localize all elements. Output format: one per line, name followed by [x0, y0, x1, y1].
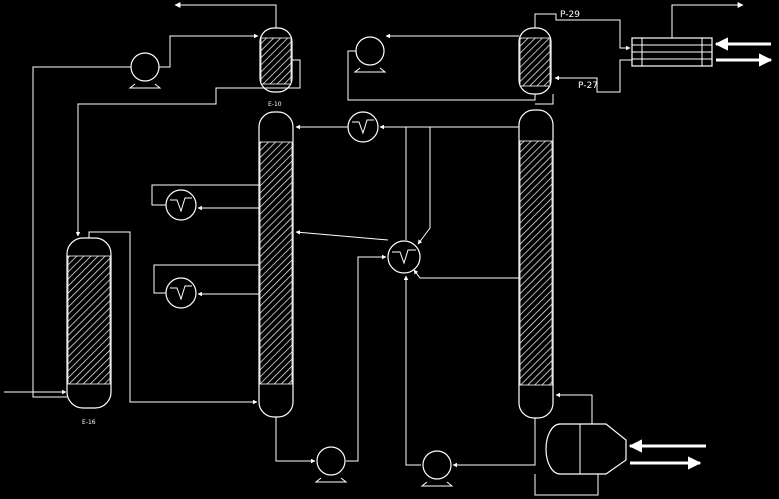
left-main-column	[258, 111, 294, 418]
e10-to-e16-line	[75, 59, 301, 237]
heat-exchanger-center	[387, 240, 421, 274]
bottom-pump-to-center-exchanger	[346, 254, 387, 462]
pump-left-top	[128, 52, 162, 89]
shell-and-tube-exchanger	[631, 37, 713, 67]
right-main-column	[518, 109, 554, 419]
reboiler-vapor-to-column	[555, 392, 593, 424]
label-e10: E-10	[268, 101, 282, 108]
right-column-neck-line	[535, 94, 554, 105]
pump-bottom-left	[314, 446, 348, 483]
bottom-right-pump-to-center-exchanger	[403, 275, 421, 466]
left-vessel-e16	[66, 237, 112, 409]
right-column-bottoms-to-pump	[452, 418, 536, 468]
exchanger-to-right-top-column	[554, 59, 632, 93]
reboiler-return-line	[534, 474, 599, 496]
label-p27: P-27	[578, 81, 598, 91]
reboiler	[545, 423, 627, 475]
left-column-bottoms-line	[275, 417, 316, 464]
left-reflux-line	[159, 33, 259, 68]
center-exchanger-to-left-column	[295, 230, 389, 241]
side-draw-1-out	[151, 184, 259, 206]
right-overhead-to-exchanger	[534, 13, 631, 51]
left-recycle-line	[32, 66, 131, 398]
label-p29: P-29	[560, 10, 580, 20]
heat-exchanger-top	[347, 111, 379, 143]
left-top-packed-column	[259, 27, 293, 93]
right-top-packed-column	[518, 27, 552, 95]
e16-overhead-to-column-line	[88, 231, 258, 405]
right-column-to-center-exchanger	[417, 127, 431, 245]
right-pump-loop-line	[347, 50, 536, 101]
exchanger-vent-line	[671, 2, 744, 38]
pump-right-top	[353, 36, 387, 73]
heat-exchanger-mid-left-1	[165, 189, 197, 221]
side-draw-2-out	[153, 264, 259, 294]
heat-exchanger-mid-left-2	[165, 277, 197, 309]
right-column-to-center-exchanger-lower	[413, 269, 519, 279]
pump-bottom-right	[420, 450, 454, 487]
left-overhead-vapor-line	[174, 2, 277, 28]
label-e16: E-16	[82, 419, 96, 426]
